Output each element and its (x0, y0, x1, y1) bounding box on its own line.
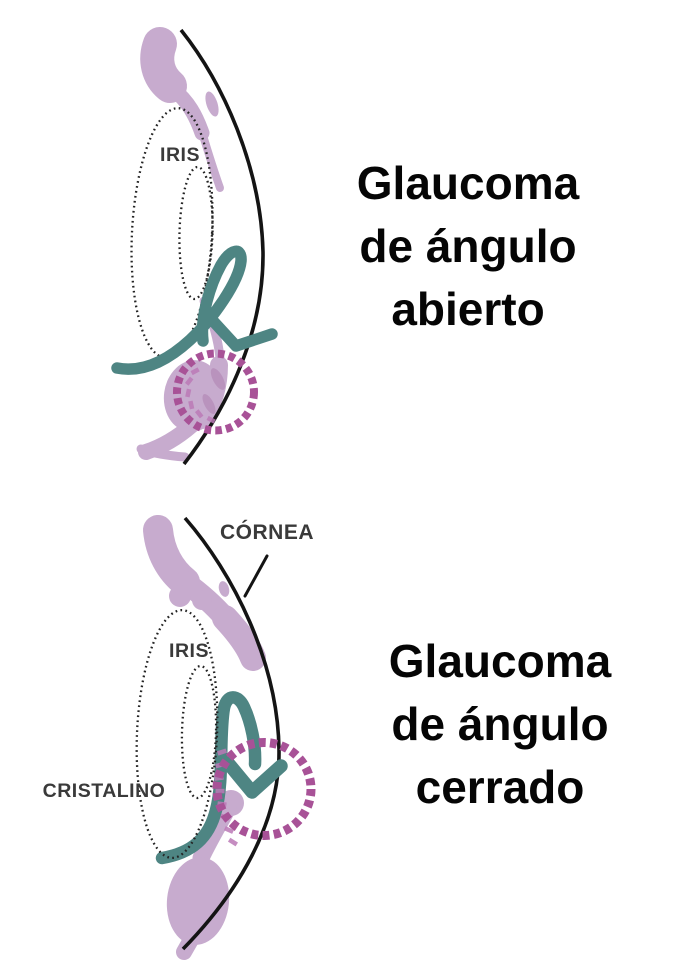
closed-angle-diagram: CÓRNEA IRIS CRISTALINO (43, 515, 316, 960)
cristalino-outline-dotted (135, 608, 219, 860)
closed-angle-title-line2: de ángulo (391, 698, 609, 750)
cornea-curve (181, 516, 281, 951)
open-angle-title-line1: Glaucoma (356, 157, 580, 209)
iris-outline-dotted (130, 107, 214, 359)
cornea-pointer-line (243, 554, 269, 598)
open-angle-diagram: IRIS (111, 27, 278, 466)
angle-inner-dashes (184, 367, 216, 424)
closed-angle-ring (212, 738, 316, 840)
drainage-angle-ring (173, 349, 258, 435)
closed-angle-title-line1: Glaucoma (388, 635, 612, 687)
iris-label: IRIS (160, 144, 200, 166)
trabecular-slits-icon (202, 368, 226, 414)
open-angle-title: Glaucoma de ángulo abierto (328, 152, 608, 341)
open-angle-title-line3: abierto (391, 283, 545, 335)
pupil-outline-dotted (178, 165, 214, 301)
cristalino-label: CRISTALINO (43, 780, 166, 802)
open-angle-title-line2: de ángulo (359, 220, 577, 272)
iris-label: IRIS (169, 640, 209, 662)
tissue-blobs-bottom (143, 515, 266, 960)
closed-angle-title: Glaucoma de ángulo cerrado (360, 630, 640, 819)
tissue-blobs-top (136, 27, 228, 462)
blocked-flow-arrow-icon (155, 691, 288, 865)
pupil-outline-dotted (180, 664, 218, 800)
flow-arrow-icon (111, 245, 278, 375)
closed-angle-title-line3: cerrado (415, 761, 585, 813)
cornea-curve (179, 28, 265, 466)
cornea-label: CÓRNEA (220, 520, 314, 544)
